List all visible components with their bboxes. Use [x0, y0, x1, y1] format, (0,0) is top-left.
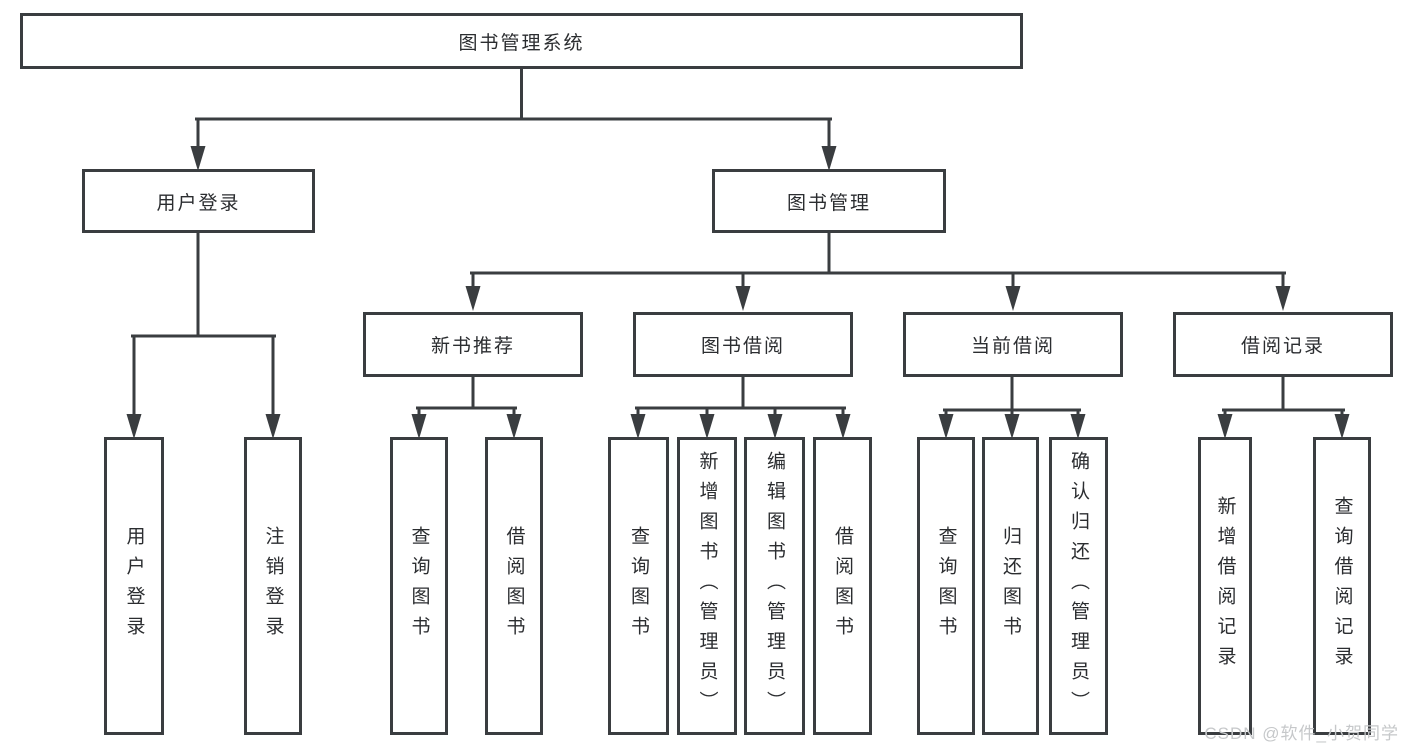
node-leaf-borrowing-query-book: 查询图书 [608, 437, 669, 735]
node-leaf-query-borrow-record: 查询借阅记录 [1313, 437, 1371, 735]
node-leaf-recommend-borrow-book: 借阅图书 [485, 437, 543, 735]
node-leaf-edit-book-admin-label: 编辑图书（管理员） [764, 451, 785, 721]
node-leaf-user-login: 用户登录 [104, 437, 164, 735]
watermark: CSDN @软件_小贺同学 [1204, 724, 1399, 743]
node-book-borrowing-label: 图书借阅 [700, 336, 785, 357]
node-leaf-add-book-admin-label: 新增图书（管理员） [696, 451, 718, 721]
node-leaf-confirm-return-admin-label: 确认归还（管理员） [1068, 451, 1089, 721]
node-book-borrowing: 图书借阅 [633, 312, 853, 377]
node-user-login: 用户登录 [82, 169, 315, 233]
node-leaf-borrowing-borrow-book-label: 借阅图书 [832, 526, 853, 646]
node-book-management-label: 图书管理 [786, 192, 871, 214]
node-leaf-recommend-query-book: 查询图书 [390, 437, 448, 735]
node-library-system-label: 图书管理系统 [458, 32, 585, 54]
node-leaf-borrowing-borrow-book: 借阅图书 [813, 437, 872, 735]
node-leaf-recommend-query-book-label: 查询图书 [408, 526, 430, 646]
node-leaf-add-borrow-record-label: 新增借阅记录 [1214, 496, 1236, 676]
node-leaf-user-login-label: 用户登录 [123, 526, 145, 646]
node-leaf-logout: 注销登录 [244, 437, 302, 735]
node-leaf-add-book-admin: 新增图书（管理员） [677, 437, 737, 735]
node-current-borrowing: 当前借阅 [903, 312, 1123, 377]
node-leaf-return-book-label: 归还图书 [1000, 526, 1021, 646]
node-leaf-add-borrow-record: 新增借阅记录 [1198, 437, 1252, 735]
node-leaf-borrowing-query-book-label: 查询图书 [628, 526, 649, 646]
node-current-borrowing-label: 当前借阅 [970, 336, 1055, 357]
node-new-book-recommendation-label: 新书推荐 [430, 336, 515, 357]
node-borrowing-records-label: 借阅记录 [1240, 336, 1325, 357]
node-user-login-label: 用户登录 [156, 192, 241, 214]
node-leaf-query-borrow-record-label: 查询借阅记录 [1331, 496, 1353, 676]
node-leaf-current-query-book: 查询图书 [917, 437, 975, 735]
node-leaf-return-book: 归还图书 [982, 437, 1039, 735]
node-library-system: 图书管理系统 [20, 13, 1023, 69]
node-book-management: 图书管理 [712, 169, 946, 233]
node-leaf-confirm-return-admin: 确认归还（管理员） [1049, 437, 1108, 735]
node-borrowing-records: 借阅记录 [1173, 312, 1393, 377]
node-leaf-current-query-book-label: 查询图书 [935, 526, 957, 646]
node-leaf-recommend-borrow-book-label: 借阅图书 [503, 526, 525, 646]
node-new-book-recommendation: 新书推荐 [363, 312, 583, 377]
node-leaf-logout-label: 注销登录 [262, 526, 284, 646]
node-leaf-edit-book-admin: 编辑图书（管理员） [744, 437, 805, 735]
